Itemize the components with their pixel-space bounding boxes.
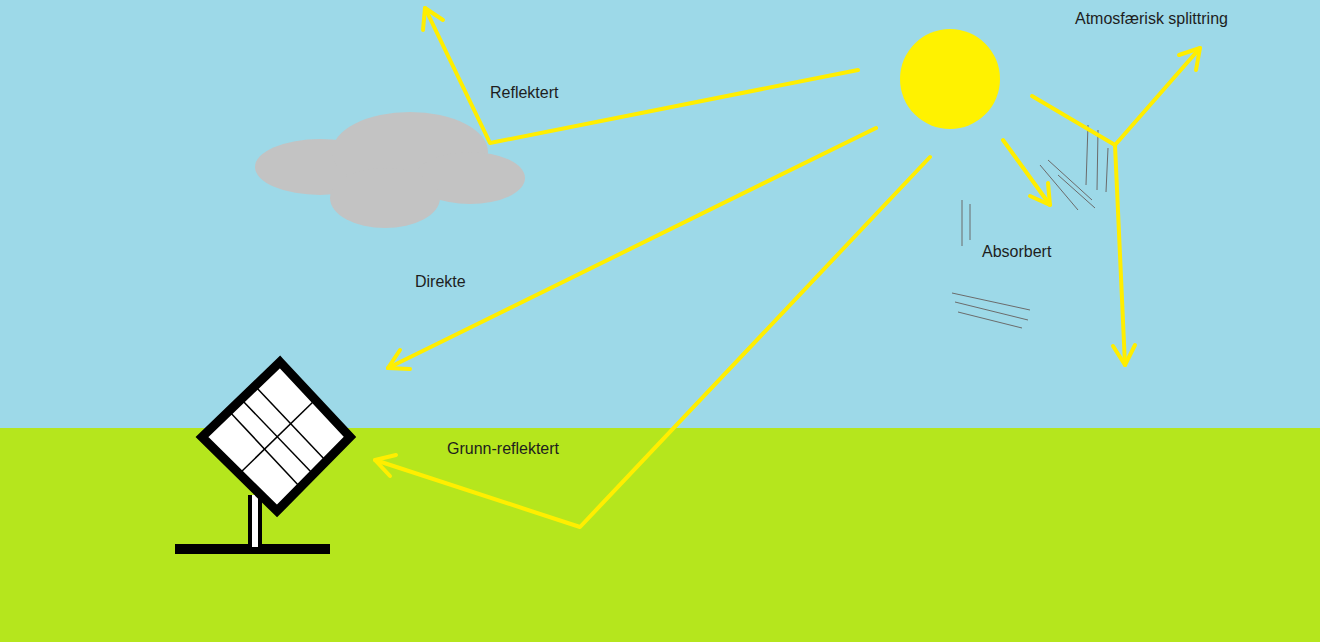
sun [900,29,1000,129]
ground [0,428,1320,642]
scattering-label: Atmosfærisk splittring [1075,9,1228,29]
absorbed-label: Absorbert [982,242,1051,262]
hatching [952,125,1108,328]
sky [0,0,1320,428]
solar-panel [175,362,350,554]
radiation-arrows [375,8,1200,527]
reflected-label: Reflektert [490,83,558,103]
ground-reflected-label: Grunn-reflektert [447,439,559,459]
direct-label: Direkte [415,272,466,292]
